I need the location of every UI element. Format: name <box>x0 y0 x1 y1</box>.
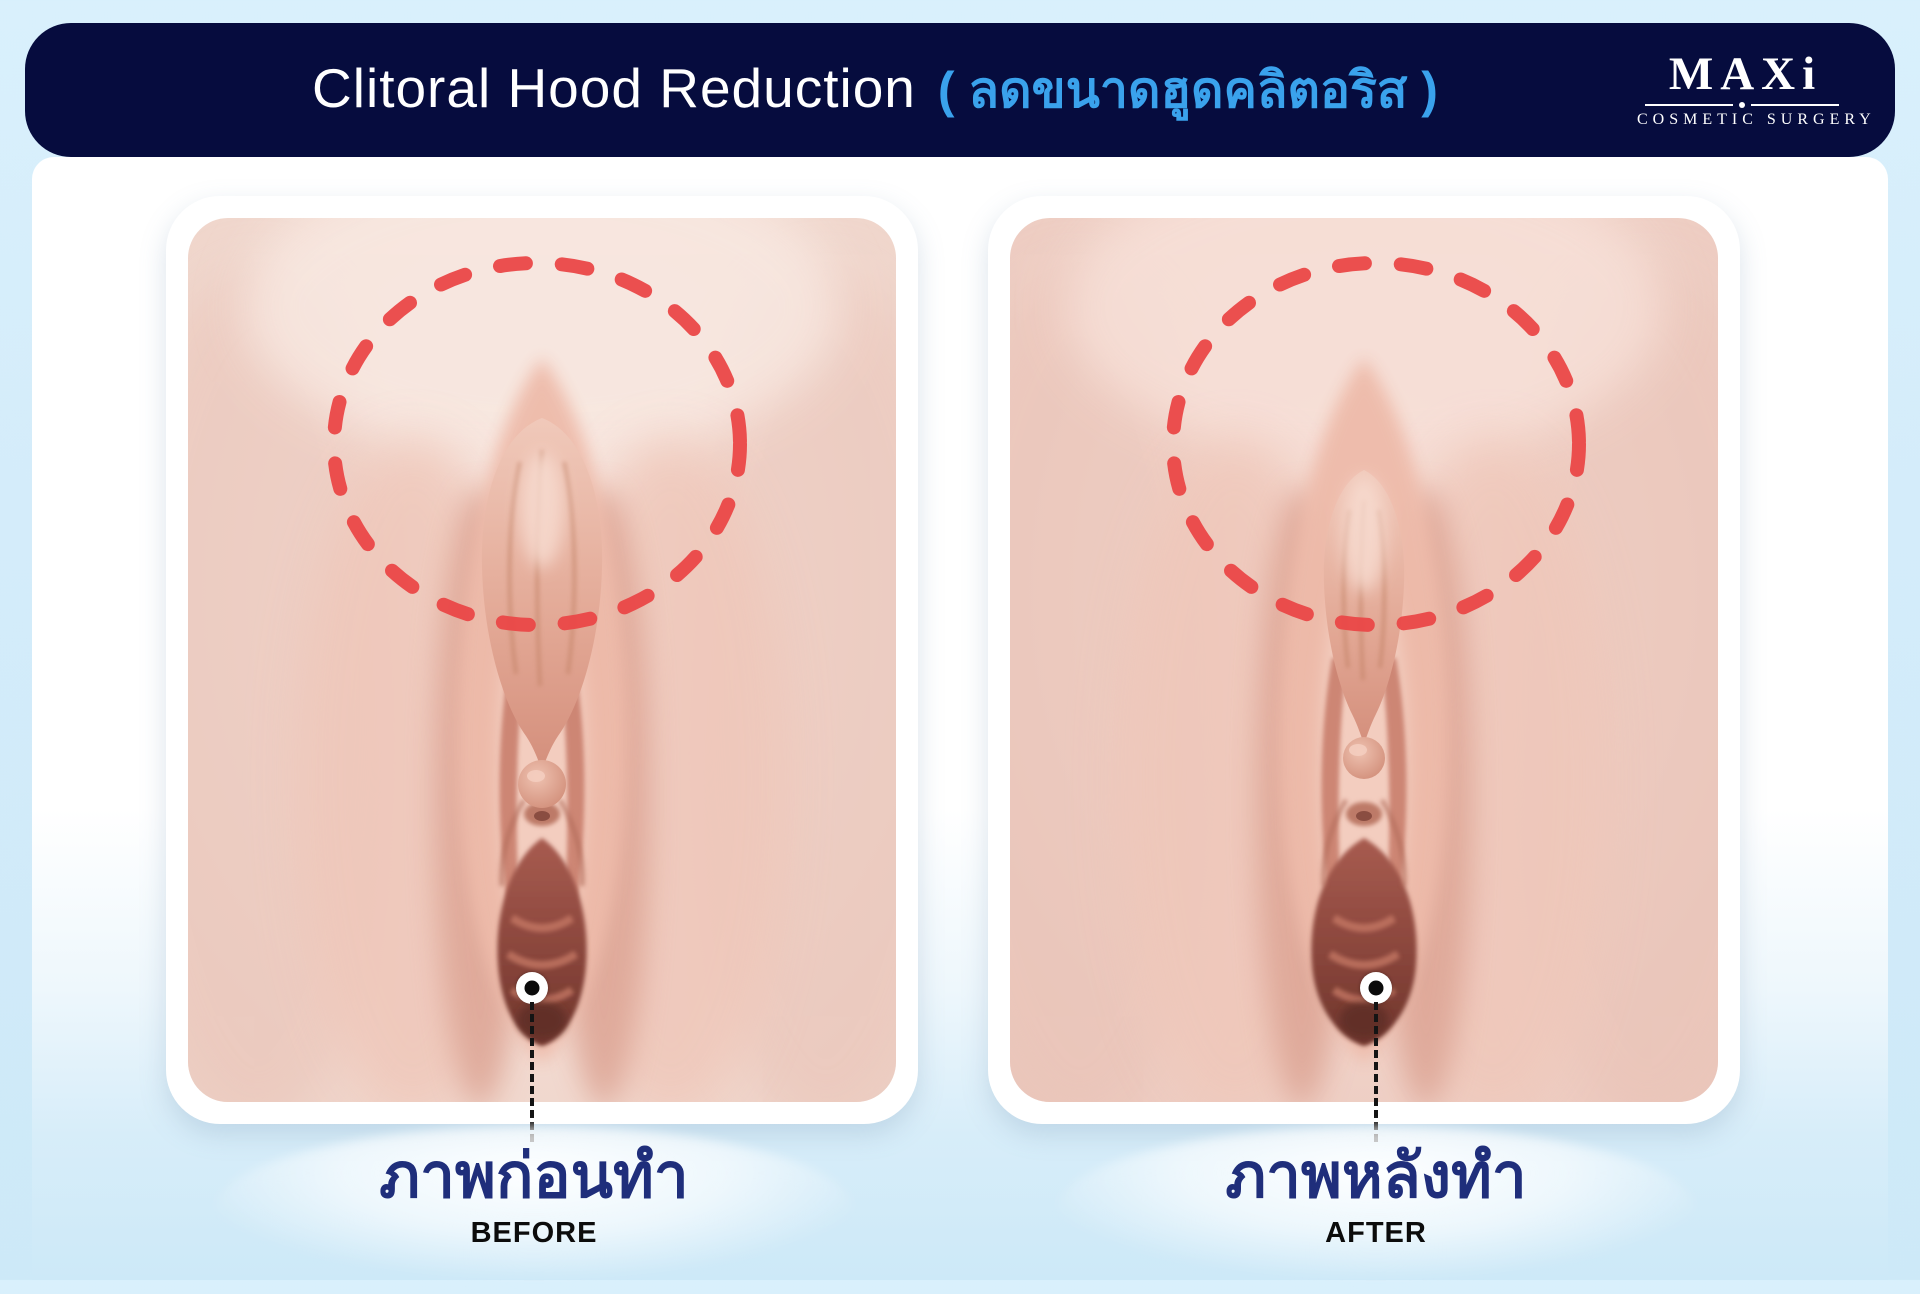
before-pointer-line <box>530 1002 534 1142</box>
before-caption-blob <box>214 1126 854 1294</box>
before-anatomy-art <box>188 218 896 1102</box>
page-title: Clitoral Hood Reduction ( ลดขนาดฮูดคลิตอ… <box>312 51 1608 130</box>
before-panel <box>166 196 918 1124</box>
surgery-area-dashed-ellipse <box>1166 256 1586 632</box>
before-caption: ภาพก่อนทำ BEFORE <box>158 1146 910 1250</box>
logo-name: MAXi <box>1668 48 1823 100</box>
logo-divider <box>1645 102 1839 108</box>
after-illustration <box>1010 218 1718 1102</box>
logo-divider-bar <box>1751 104 1839 106</box>
after-anatomy-art <box>1010 218 1718 1102</box>
logo-divider-bar <box>1645 104 1733 106</box>
header-bar: Clitoral Hood Reduction ( ลดขนาดฮูดคลิตอ… <box>25 23 1895 157</box>
after-caption-thai: ภาพหลังทำ <box>1225 1142 1527 1211</box>
title-english: Clitoral Hood Reduction <box>312 56 916 119</box>
title-thai: ( ลดขนาดฮูดคลิตอริส ) <box>937 61 1438 118</box>
before-caption-thai: ภาพก่อนทำ <box>379 1142 689 1211</box>
logo-divider-dot <box>1739 102 1745 108</box>
logo-tagline: COSMETIC SURGERY <box>1637 111 1876 128</box>
before-illustration <box>188 218 896 1102</box>
before-caption-english: BEFORE <box>470 1217 598 1249</box>
maxi-logo: MAXi COSMETIC SURGERY <box>1637 48 1876 129</box>
before-pointer-dot <box>516 972 548 1004</box>
after-panel <box>988 196 1740 1124</box>
after-pointer-line <box>1374 1002 1378 1142</box>
after-pointer-dot <box>1360 972 1392 1004</box>
surgery-area-dashed-ellipse <box>327 256 747 632</box>
after-caption-english: AFTER <box>1325 1217 1427 1249</box>
after-caption-blob <box>1056 1126 1696 1294</box>
after-caption: ภาพหลังทำ AFTER <box>1000 1146 1752 1250</box>
